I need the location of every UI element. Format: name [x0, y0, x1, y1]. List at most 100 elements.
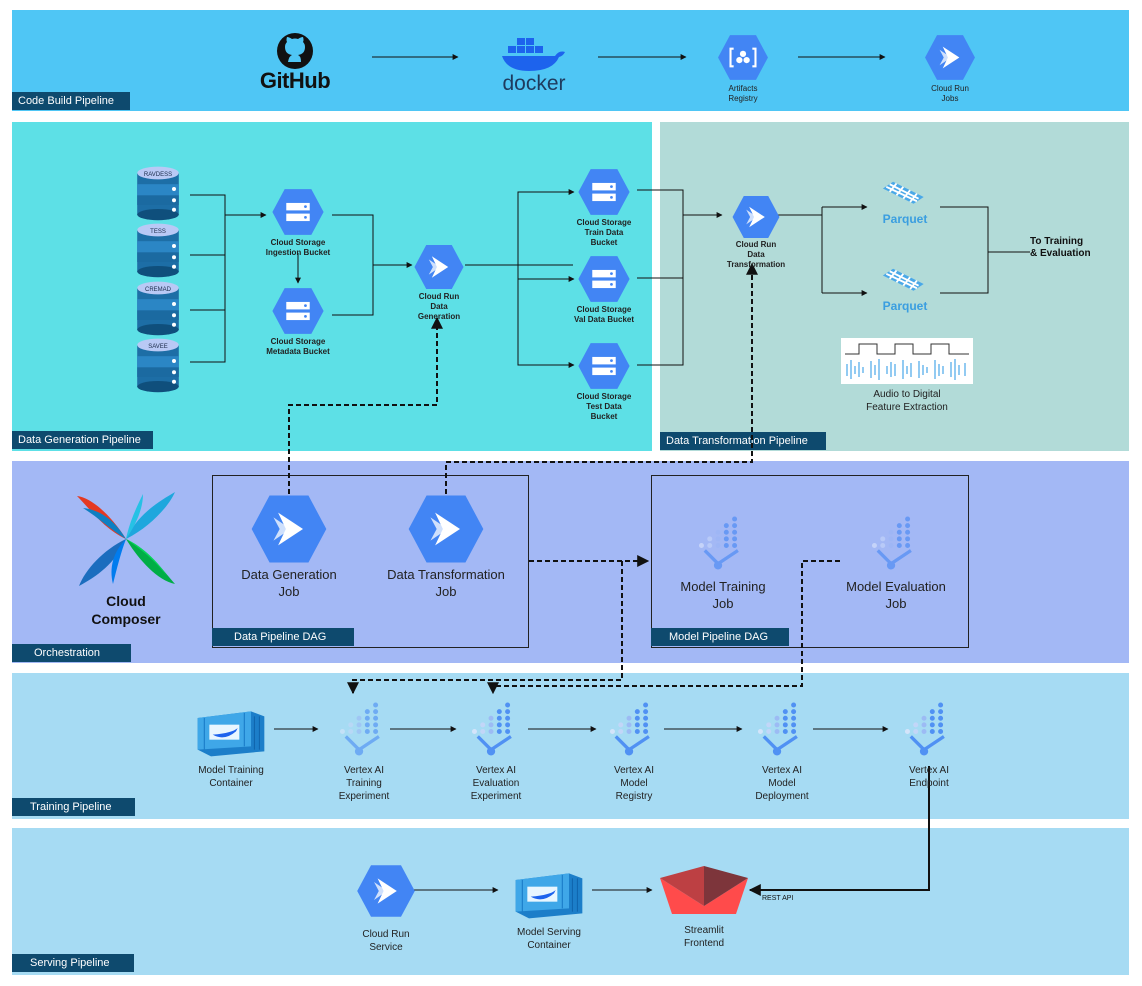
data-transformation-tag: Data Transformation Pipeline: [660, 432, 826, 450]
data-transformation-job-node: Data Transformation Job: [378, 494, 514, 600]
model-evaluation-job-node: Model Evaluation Job: [834, 514, 958, 612]
model-training-job-node: Model Training Job: [666, 514, 780, 612]
dataset-label: CREMAD: [144, 287, 171, 293]
metadata-bucket-node: Cloud Storage Metadata Bucket: [256, 287, 340, 357]
vertex-model-deployment-node: Vertex AI Model Deployment: [740, 700, 824, 803]
cloud-run-icon: [731, 195, 781, 239]
data-transformation-job-label: Data Transformation Job: [387, 567, 505, 599]
test-bucket-label: Cloud Storage Test Data Bucket: [576, 392, 632, 421]
vertex-ai-icon: [904, 700, 954, 758]
rest-api-label: REST API: [762, 895, 794, 902]
docker-whale-icon: [502, 38, 565, 71]
waveform-icon: [841, 338, 973, 384]
data-generation-job-node: Data Generation Job: [232, 494, 346, 600]
cloud-run-service-label: Cloud Run Service: [362, 929, 410, 953]
artifacts-registry-node: Artifacts Registry: [712, 34, 774, 104]
ingestion-bucket-label: Cloud Storage Ingestion Bucket: [265, 238, 331, 257]
cloud-composer-label: Cloud Composer: [91, 593, 161, 627]
cloud-run-jobs-label: Cloud Run Jobs: [931, 84, 969, 103]
data-generation-job-label: Data Generation Job: [241, 567, 337, 599]
data-pipeline-dag-tag: Data Pipeline DAG: [212, 628, 354, 646]
streamlit-node: Streamlit Frontend: [656, 866, 752, 950]
model-serving-container-label: Model Serving Container: [517, 927, 581, 951]
vertex-endpoint-label: Vertex AI Endpoint: [908, 765, 950, 789]
streamlit-label: Streamlit Frontend: [683, 925, 725, 949]
parquet-label: Parquet: [882, 212, 928, 226]
cloud-run-service-node: Cloud Run Service: [346, 864, 426, 954]
to-training-label: To Training & Evaluation: [1030, 236, 1091, 259]
vertex-training-experiment-node: Vertex AI Training Experiment: [324, 700, 404, 803]
code-build-tag: Code Build Pipeline: [12, 92, 130, 110]
dataset-label: SAVEE: [148, 344, 168, 350]
data-generation-tag: Data Generation Pipeline: [12, 431, 153, 449]
model-pipeline-dag-tag: Model Pipeline DAG: [651, 628, 789, 646]
data-generation-panel: [12, 122, 652, 451]
metadata-bucket-label: Cloud Storage Metadata Bucket: [266, 337, 330, 356]
feature-extraction-label: Audio to Digital Feature Extraction: [866, 389, 948, 413]
artifacts-registry-label: Artifacts Registry: [728, 84, 758, 103]
vertex-evaluation-experiment-label: Vertex AI Evaluation Experiment: [470, 765, 522, 802]
cloud-run-jobs-node: Cloud Run Jobs: [920, 34, 980, 104]
cloud-run-icon: [413, 244, 465, 290]
model-pipeline-dag-box: [651, 475, 969, 648]
val-bucket-label: Cloud Storage Val Data Bucket: [573, 305, 635, 324]
train-bucket-node: Cloud Storage Train Data Bucket: [564, 168, 644, 248]
docker-label: docker: [502, 72, 566, 95]
data-pipeline-dag-box: [212, 475, 529, 648]
test-bucket-node: Cloud Storage Test Data Bucket: [564, 342, 644, 422]
parquet-node-top: Parquet: [870, 180, 940, 226]
cloud-storage-icon: [577, 255, 631, 303]
vertex-training-experiment-label: Vertex AI Training Experiment: [338, 765, 390, 802]
parquet-icon: [879, 267, 931, 301]
vertex-ai-icon: [471, 700, 521, 758]
github-node: GitHub: [258, 32, 332, 94]
cloud-run-icon: [407, 494, 485, 564]
artifacts-registry-icon: [717, 34, 769, 81]
github-icon: [277, 33, 313, 69]
vertex-ai-icon: [757, 700, 807, 758]
parquet-node-bottom: Parquet: [870, 267, 940, 313]
docker-node: docker: [492, 34, 576, 96]
cloud-storage-icon: [577, 168, 631, 216]
cloud-run-icon: [355, 864, 417, 918]
dataset-label: TESS: [150, 229, 166, 235]
vertex-endpoint-node: Vertex AI Endpoint: [890, 700, 968, 790]
training-tag: Training Pipeline: [12, 798, 135, 816]
cloud-storage-icon: [577, 342, 631, 390]
model-training-container-node: Model Training Container: [190, 708, 272, 790]
train-bucket-label: Cloud Storage Train Data Bucket: [576, 218, 632, 247]
streamlit-icon: [660, 866, 748, 914]
cloud-storage-icon: [271, 287, 325, 335]
cloud-run-icon: [250, 494, 328, 564]
model-serving-container-node: Model Serving Container: [506, 870, 592, 952]
cloud-run-transformation-label: Cloud Run Data Transformation: [726, 240, 786, 269]
dataset-cremad: CREMAD: [128, 280, 188, 336]
vertex-ai-icon: [698, 514, 748, 572]
cloud-composer-node: Cloud Composer: [66, 488, 186, 628]
github-label: GitHub: [259, 68, 331, 93]
parquet-icon: [879, 180, 931, 214]
dataset-tess: TESS: [128, 222, 188, 278]
dataset-label: RAVDESS: [143, 172, 173, 178]
cloud-run-generation-label: Cloud Run Data Generation: [417, 292, 461, 321]
val-bucket-node: Cloud Storage Val Data Bucket: [564, 255, 644, 325]
dataset-savee: SAVEE: [128, 337, 188, 393]
cloud-run-jobs-icon: [924, 34, 976, 81]
feature-extraction-node: Audio to Digital Feature Extraction: [836, 338, 978, 414]
vertex-model-deployment-label: Vertex AI Model Deployment: [755, 765, 809, 802]
vertex-ai-icon: [609, 700, 659, 758]
ingestion-bucket-node: Cloud Storage Ingestion Bucket: [256, 188, 340, 258]
cloud-run-generation-node: Cloud Run Data Generation: [404, 244, 474, 322]
parquet-label: Parquet: [882, 299, 928, 313]
model-training-job-label: Model Training Job: [680, 579, 766, 611]
vertex-evaluation-experiment-node: Vertex AI Evaluation Experiment: [456, 700, 536, 803]
model-training-container-label: Model Training Container: [198, 765, 264, 789]
data-transformation-panel: [660, 122, 1129, 451]
orchestration-tag: Orchestration: [12, 644, 131, 662]
serving-tag: Serving Pipeline: [12, 954, 134, 972]
cloud-storage-icon: [271, 188, 325, 236]
container-icon: [196, 708, 266, 758]
model-evaluation-job-label: Model Evaluation Job: [846, 579, 946, 611]
container-icon: [514, 870, 584, 920]
cloud-run-transformation-node: Cloud Run Data Transformation: [716, 195, 796, 270]
